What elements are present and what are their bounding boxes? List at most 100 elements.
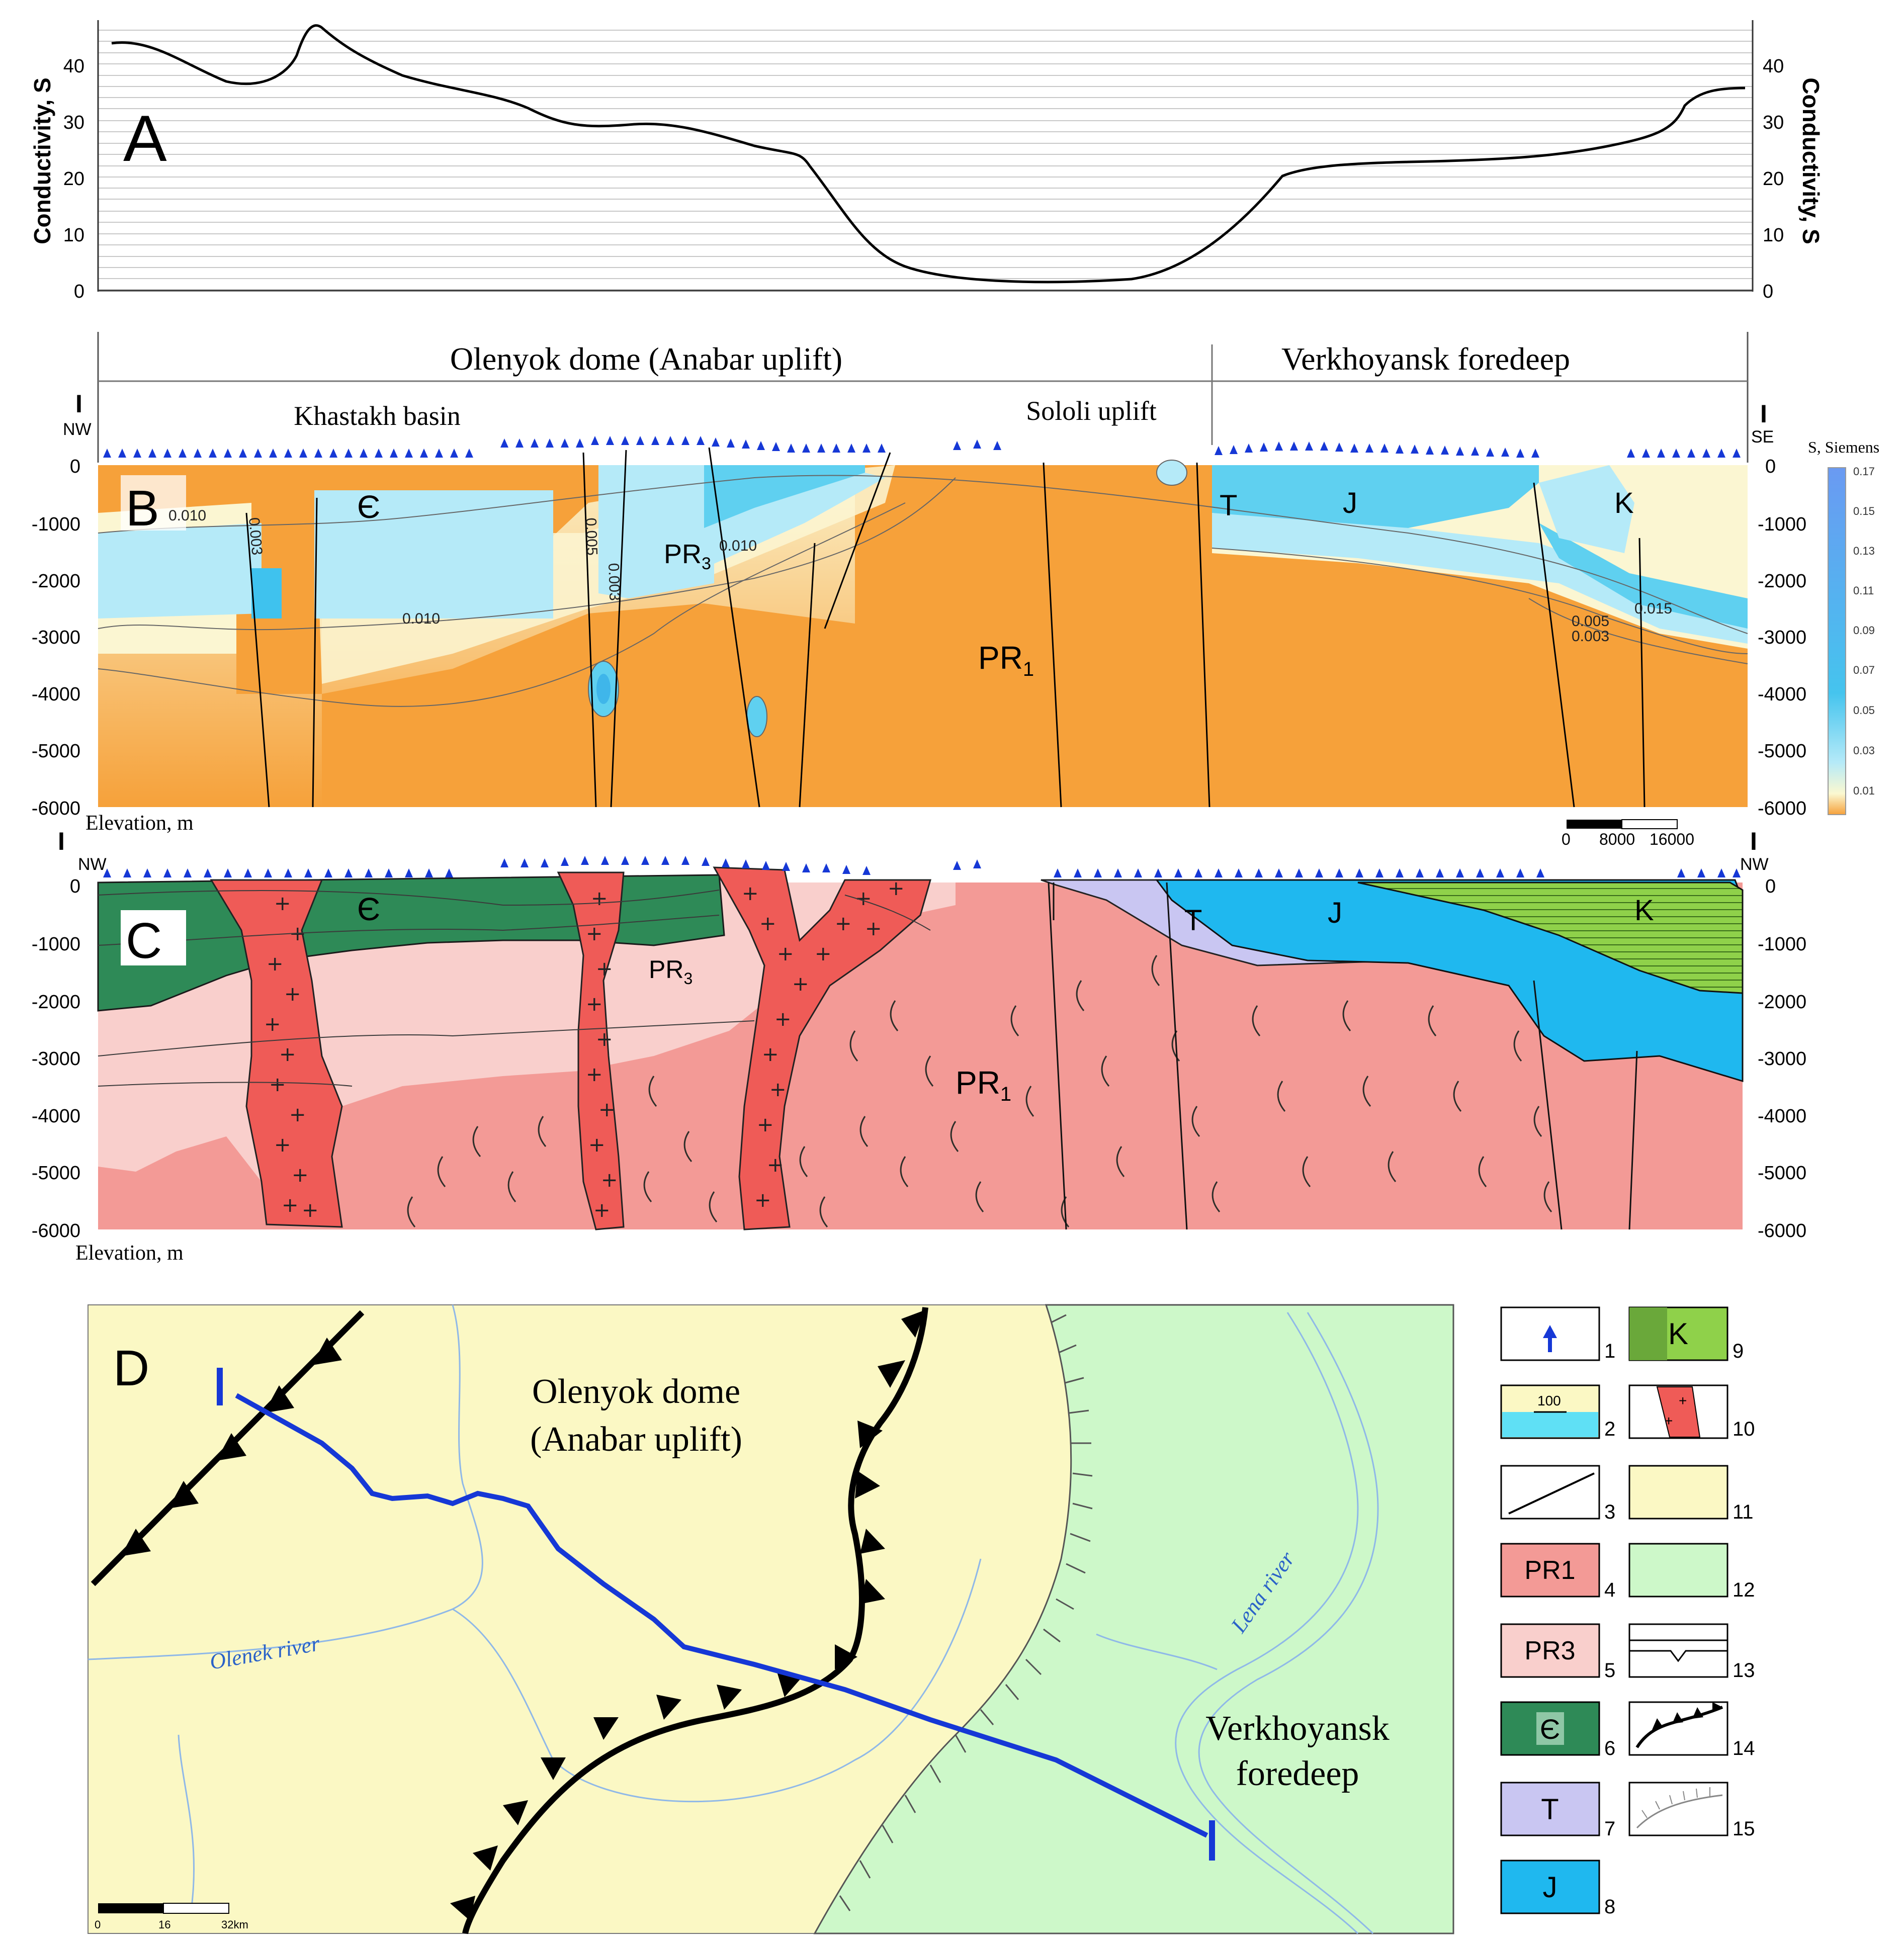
legend-number: 12 bbox=[1733, 1579, 1755, 1601]
svg-text:+: + bbox=[274, 892, 291, 915]
colorbar-tick: 0.09 bbox=[1853, 624, 1875, 637]
plus-icon: + bbox=[1679, 1393, 1687, 1408]
contour-label: 0.010 bbox=[402, 610, 440, 627]
unit-label-k-c: K bbox=[1634, 894, 1654, 927]
tick-label: 40 bbox=[1763, 56, 1784, 77]
profile-end-left: NW bbox=[63, 420, 92, 439]
profile-mark-end-c: I bbox=[1750, 827, 1757, 855]
granite-crosses: ++++ ++++ ++++ ++++ ++++ ++ ++++ ++++ ++… bbox=[264, 877, 905, 1222]
legend-item-2: 100 2 bbox=[1500, 1384, 1615, 1440]
profile-end-left-c: NW bbox=[78, 855, 107, 874]
panel-b: Olenyok dome (Anabar uplift) Verkhoyansk… bbox=[32, 332, 1879, 848]
tick-label: -4000 bbox=[1758, 684, 1806, 705]
bedding-lines bbox=[98, 890, 931, 1087]
unit-label-k-b: K bbox=[1614, 487, 1634, 519]
svg-text:+: + bbox=[269, 1073, 286, 1096]
tick-label: -4000 bbox=[1758, 1106, 1806, 1127]
panel-a: A Conductivity, S Conductivity, S 0 10 2… bbox=[29, 20, 1824, 302]
svg-text:+: + bbox=[762, 1043, 779, 1066]
tick-label: -6000 bbox=[1758, 1220, 1806, 1242]
map-scale-label: 16 bbox=[158, 1918, 170, 1931]
svg-text:+: + bbox=[591, 887, 608, 910]
panel-d-map: Olenek river Lena river D Olenyok dome (… bbox=[88, 1304, 1454, 1934]
scalebar-label: 16000 bbox=[1650, 830, 1694, 848]
tick-label: -3000 bbox=[32, 1048, 80, 1070]
geologic-section: ++++ ++++ ++++ ++++ ++++ ++ ++++ ++++ ++… bbox=[97, 856, 1744, 1230]
contour-label: 0.003 bbox=[605, 563, 623, 601]
legend-label: PR3 bbox=[1524, 1636, 1575, 1665]
legend-number: 13 bbox=[1733, 1659, 1755, 1682]
svg-text:+: + bbox=[598, 1098, 616, 1121]
svg-text:+: + bbox=[767, 1154, 784, 1177]
profile-end-right: SE bbox=[1751, 427, 1774, 447]
legend-item-3: 3 bbox=[1500, 1465, 1615, 1523]
contour-label: 0.003 bbox=[245, 517, 265, 556]
svg-text:+: + bbox=[888, 877, 905, 900]
station-markers-b bbox=[103, 436, 1741, 458]
tick-label: 20 bbox=[1763, 168, 1784, 190]
map-label-dome-line1: Olenyok dome bbox=[532, 1372, 740, 1411]
svg-text:+: + bbox=[267, 952, 284, 976]
svg-text:+: + bbox=[757, 1113, 774, 1136]
unit-label-cambrian-b: Є bbox=[357, 489, 380, 525]
map-scale-label: 0 bbox=[95, 1918, 101, 1931]
legend-label: PR1 bbox=[1524, 1556, 1575, 1585]
unit-label-pr3-c: PR3 bbox=[649, 955, 693, 988]
unit-label-j-c: J bbox=[1328, 897, 1342, 929]
tick-label: -6000 bbox=[1758, 798, 1806, 819]
panel-a-ticks-left: 0 10 20 30 40 bbox=[63, 56, 84, 302]
tick-label: -4000 bbox=[32, 1106, 80, 1127]
legend-number: 7 bbox=[1604, 1818, 1615, 1840]
legend-label: K bbox=[1668, 1317, 1688, 1351]
svg-text:+: + bbox=[292, 1164, 309, 1187]
svg-text:+: + bbox=[274, 1133, 291, 1157]
legend-label: Є bbox=[1540, 1713, 1560, 1745]
svg-text:+: + bbox=[282, 1194, 299, 1217]
svg-text:+: + bbox=[264, 1013, 281, 1036]
legend-item-15: 15 bbox=[1628, 1782, 1755, 1840]
scalebar-label: 8000 bbox=[1599, 830, 1635, 848]
thrust-teeth bbox=[121, 1310, 925, 1921]
region-header-right: Verkhoyansk foredeep bbox=[1281, 341, 1570, 377]
svg-text:+: + bbox=[835, 912, 852, 935]
profile-line bbox=[235, 1393, 1208, 1838]
fault-lines-c bbox=[1048, 882, 1638, 1230]
unit-label-pr3-b: PR3 bbox=[664, 539, 711, 573]
unit-label-pr3-text: PR bbox=[664, 539, 702, 569]
metamorphic-texture bbox=[407, 955, 1552, 1227]
legend-number: 1 bbox=[1604, 1340, 1615, 1362]
legend-item-4: PR1 4 bbox=[1500, 1543, 1615, 1601]
panel-b-letter: B bbox=[126, 480, 159, 537]
map-scale-label: 32km bbox=[221, 1918, 248, 1931]
panel-b-xlabel: Elevation, m bbox=[85, 812, 194, 835]
unit-label-cambrian-c: Є bbox=[357, 891, 380, 927]
colorbar-tick: 0.15 bbox=[1853, 505, 1875, 517]
profile-mark-start: I bbox=[75, 390, 82, 418]
rivers bbox=[88, 1304, 1379, 1934]
svg-text:+: + bbox=[815, 942, 832, 965]
panel-a-ylabel-right: Conductivity, S bbox=[1798, 77, 1824, 244]
tick-label: 0 bbox=[74, 281, 84, 302]
legend: 1 100 2 3 PR1 4 PR3 5 bbox=[1500, 1306, 1755, 1918]
conductivity-curve bbox=[111, 24, 1746, 284]
panel-a-ylabel-left: Conductivity, S bbox=[29, 77, 55, 244]
tick-label: -6000 bbox=[32, 1220, 80, 1242]
legend-item-11: 11 bbox=[1628, 1465, 1754, 1523]
tick-label: 30 bbox=[63, 112, 84, 133]
granite-intrusions bbox=[210, 866, 931, 1230]
legend-item-6: Є 6 bbox=[1500, 1701, 1615, 1759]
contour-label: 0.003 bbox=[1572, 628, 1609, 645]
svg-text:+: + bbox=[759, 912, 776, 935]
svg-text:+: + bbox=[865, 917, 882, 940]
panel-a-letter: A bbox=[123, 102, 167, 175]
tick-label: 0 bbox=[1765, 456, 1776, 477]
station-markers-c bbox=[103, 856, 1741, 877]
tick-label: -3000 bbox=[32, 627, 80, 648]
tick-label: -1000 bbox=[32, 934, 80, 955]
legend-number: 9 bbox=[1733, 1340, 1744, 1362]
map-label-dome-line2: (Anabar uplift) bbox=[530, 1420, 742, 1459]
unit-label-pr1-c: PR1 bbox=[956, 1065, 1011, 1105]
tick-label: 0 bbox=[1763, 281, 1773, 302]
tick-label: 20 bbox=[63, 168, 84, 190]
legend-item-10: + + 10 bbox=[1628, 1384, 1755, 1440]
